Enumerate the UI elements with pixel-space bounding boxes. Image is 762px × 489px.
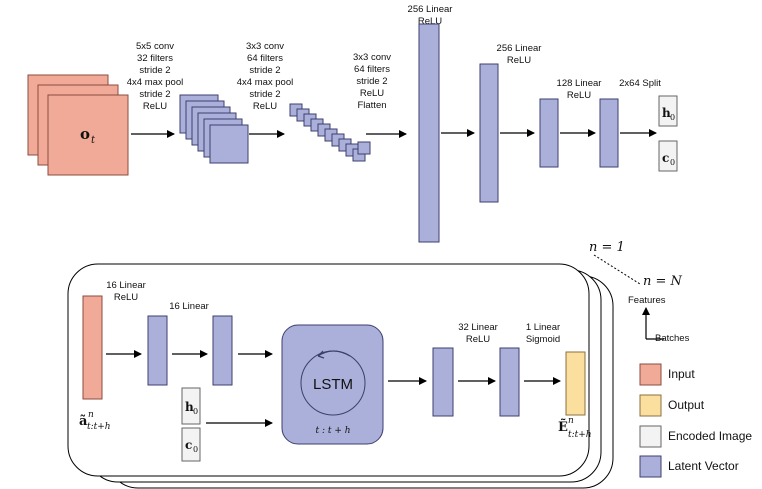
conv1-label: 5x5 conv 32 filters stride 2 4x4 max poo… xyxy=(127,41,184,112)
fc2-line-2: ReLU xyxy=(507,55,531,66)
conv3-line-5: Flatten xyxy=(357,100,386,111)
decoder-output: Ẽ n t:t+h xyxy=(558,351,592,440)
encoder-h0-vector xyxy=(658,95,678,127)
conv1-feature-maps xyxy=(179,94,249,164)
decoder-input-label: ã xyxy=(79,414,88,429)
batches-axis-label: Batches xyxy=(655,333,690,344)
decoder-output-superscript: n xyxy=(568,416,574,426)
conv2-line-6: ReLU xyxy=(253,101,277,112)
dfc2-label: 16 Linear xyxy=(169,301,209,312)
conv3-label: 3x3 conv 64 filters stride 2 ReLU Flatte… xyxy=(353,52,391,111)
conv3-line-1: 3x3 conv xyxy=(353,52,391,63)
decoder-input-subscript: t:t+h xyxy=(87,422,111,432)
decoder-h0-vector xyxy=(181,387,201,425)
decoder-input: ã n t:t+h xyxy=(79,295,111,432)
fc2-layer: 256 Linear ReLU xyxy=(479,43,542,203)
decoder-input-vector xyxy=(82,295,103,400)
stack-top-label: n = 1 xyxy=(589,240,625,255)
stack-bottom-label: n = N xyxy=(643,274,683,289)
decoder-c0-subscript: 0 xyxy=(193,445,198,454)
conv1-line-5: stride 2 xyxy=(139,89,170,100)
dout1-line-1: 32 Linear xyxy=(458,322,498,333)
conv3-line-2: 64 filters xyxy=(354,64,390,75)
legend-swatch-output xyxy=(639,394,662,417)
dout2-vector xyxy=(499,347,520,417)
fc3-vector-a xyxy=(539,98,559,168)
encoder-c0-vector xyxy=(658,140,678,172)
conv2-line-4: 4x4 max pool xyxy=(237,77,294,88)
fc3-line-1: 128 Linear xyxy=(557,78,602,89)
conv1-line-6: ReLU xyxy=(143,101,167,112)
fc1-vector xyxy=(418,23,440,243)
dout2-line-2: Sigmoid xyxy=(526,334,560,345)
conv2-line-2: 64 filters xyxy=(247,53,283,64)
conv3-line-4: ReLU xyxy=(360,88,384,99)
fc1-layer: 256 Linear ReLU xyxy=(408,4,453,243)
decoder-output-label: Ẽ xyxy=(558,418,568,435)
legend-swatch-latent-vector xyxy=(639,455,662,478)
decoder-fc-out: 32 Linear ReLU 1 Linear Sigmoid xyxy=(432,322,560,417)
fc3-layer: 128 Linear ReLU xyxy=(539,78,619,168)
stack-dashed-connector xyxy=(593,254,641,285)
dfc1-line-1: 16 Linear xyxy=(106,280,146,291)
dout1-line-2: ReLU xyxy=(466,334,490,345)
legend-label-latent-vector: Latent Vector xyxy=(668,459,739,473)
conv2-label: 3x3 conv 64 filters stride 2 4x4 max poo… xyxy=(237,41,294,112)
dfc1-vector xyxy=(147,315,168,386)
split-label: 2x64 Split xyxy=(619,78,661,89)
dfc1-line-2: ReLU xyxy=(114,292,138,303)
dout2-line-1: 1 Linear xyxy=(526,322,560,333)
decoder-input-superscript: n xyxy=(88,410,94,420)
decoder-hidden-state: h 0 c 0 xyxy=(181,387,201,462)
input-image-label: o xyxy=(80,125,90,143)
fc3-vector-b xyxy=(599,98,619,168)
feature-batch-axes: Features Batches xyxy=(628,295,690,344)
conv2-line-1: 3x3 conv xyxy=(246,41,284,52)
conv1-line-4: 4x4 max pool xyxy=(127,77,184,88)
features-axis-label: Features xyxy=(628,295,666,306)
conv1-line-1: 5x5 conv xyxy=(136,41,174,52)
conv2-line-5: stride 2 xyxy=(249,89,280,100)
conv1-line-3: stride 2 xyxy=(139,65,170,76)
input-image-stack: o t xyxy=(27,74,129,176)
lstm-label: LSTM xyxy=(313,376,353,393)
encoder-h0-subscript: 0 xyxy=(670,113,675,122)
input-image-subscript: t xyxy=(91,135,96,146)
decoder-c0-vector xyxy=(181,427,201,462)
legend: Input Output Encoded Image Latent Vector xyxy=(639,363,752,478)
conv2-feature-maps xyxy=(289,103,371,162)
conv3-line-3: stride 2 xyxy=(356,76,387,87)
legend-label-input: Input xyxy=(668,367,695,381)
recurrence-arrow-icon xyxy=(317,350,351,357)
decoder-output-vector xyxy=(565,351,586,416)
fc1-line-1: 256 Linear xyxy=(408,4,453,15)
conv1-line-2: 32 filters xyxy=(137,53,173,64)
fc2-line-1: 256 Linear xyxy=(497,43,542,54)
decoder-fc-in: 16 Linear ReLU 16 Linear xyxy=(106,280,233,386)
decoder-h0-label: h xyxy=(185,400,194,414)
decoder-h0-subscript: 0 xyxy=(193,407,198,416)
dout1-vector xyxy=(432,347,454,417)
encoder-c0-label: c xyxy=(662,151,669,165)
encoder-h0-label: h xyxy=(662,106,671,120)
lstm-block: LSTM t : t + h xyxy=(281,324,384,445)
lstm-time-range: t : t + h xyxy=(315,426,350,436)
decoder-c0-label: c xyxy=(185,438,192,452)
legend-label-output: Output xyxy=(668,398,705,412)
split-output: 2x64 Split h 0 c 0 xyxy=(619,78,678,172)
legend-label-encoded-image: Encoded Image xyxy=(668,429,752,443)
legend-swatch-encoded-image xyxy=(639,425,662,448)
fc1-line-2: ReLU xyxy=(418,16,442,27)
dfc2-vector xyxy=(212,315,233,386)
fc3-line-2: ReLU xyxy=(567,90,591,101)
decoder-output-subscript: t:t+h xyxy=(568,430,592,440)
encoder-c0-subscript: 0 xyxy=(670,158,675,167)
legend-swatch-input xyxy=(639,363,662,386)
conv2-line-3: stride 2 xyxy=(249,65,280,76)
fc2-vector xyxy=(479,63,499,203)
